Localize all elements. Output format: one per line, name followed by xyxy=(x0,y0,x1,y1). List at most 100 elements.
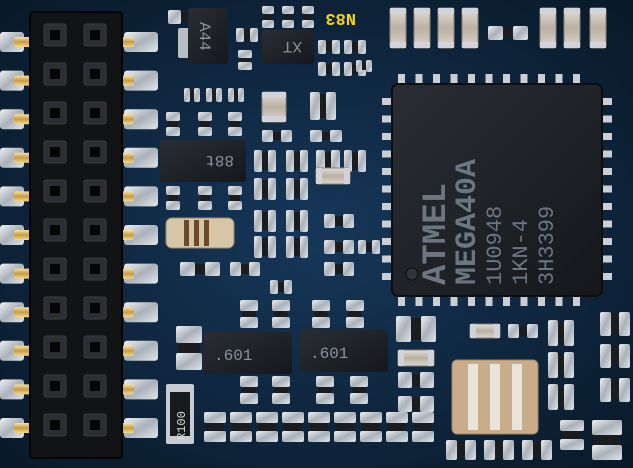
mcu-pin-bottom xyxy=(415,294,423,306)
resistor-body xyxy=(178,343,200,353)
resistor-body xyxy=(294,180,300,198)
solder-pad xyxy=(334,431,356,442)
mcu-pin-top xyxy=(468,74,475,86)
solder-pad xyxy=(360,412,382,423)
capacitor-end xyxy=(564,8,580,14)
resistor-body xyxy=(195,264,205,274)
solder-pad xyxy=(198,186,212,195)
capacitor-end xyxy=(390,42,406,48)
edge-pad-right xyxy=(124,147,158,168)
edge-pad-right xyxy=(124,340,158,361)
solder-pad xyxy=(204,431,226,442)
solder-pad xyxy=(600,312,611,336)
solder-pad xyxy=(250,28,258,42)
solder-pad xyxy=(334,412,356,423)
solder-pad xyxy=(205,262,220,276)
solder-pad xyxy=(420,372,434,388)
mcu-mark-line4: 1KN-4 xyxy=(509,219,534,285)
solder-pad xyxy=(166,127,180,136)
mcu-mark-line1: ATMEL xyxy=(418,183,456,285)
solder-pad xyxy=(282,431,304,442)
solder-pad xyxy=(300,236,308,258)
solder-pad xyxy=(358,40,366,54)
mcu-pin-right xyxy=(600,185,612,193)
solder-pad xyxy=(198,127,212,136)
mcu-pin-top xyxy=(503,74,510,86)
solder-pad xyxy=(346,300,364,311)
header-hole xyxy=(90,147,100,157)
edge-pad-right xyxy=(124,302,158,323)
resistor-r100: R100 xyxy=(166,384,194,444)
mcu-pin-left xyxy=(382,133,394,140)
solder-pad xyxy=(272,376,290,387)
solder-pad xyxy=(228,186,242,195)
resistor-body xyxy=(366,242,372,252)
resistor-body xyxy=(304,14,312,20)
solder-pad xyxy=(465,440,476,460)
resistor-body xyxy=(230,195,240,201)
header-hole xyxy=(50,147,60,157)
resistor-body xyxy=(503,28,513,38)
solder-pad xyxy=(262,20,274,28)
resistor-body xyxy=(336,423,354,431)
solder-pad xyxy=(168,10,181,24)
solder-pad xyxy=(358,240,366,254)
resistor-body xyxy=(611,314,619,334)
solder-pad xyxy=(386,431,408,442)
mcu-chip: ATMEL MEGA40A 1U0948 1KN-4 3H3399 xyxy=(382,74,612,306)
mcu-pin-top xyxy=(573,74,580,86)
header-hole xyxy=(90,30,100,40)
solder-pad xyxy=(254,178,262,200)
solder-pad xyxy=(238,62,252,70)
header-hole xyxy=(90,381,100,391)
capacitor-end xyxy=(540,42,556,48)
solder-pad xyxy=(302,20,314,28)
resistor-body xyxy=(326,64,332,74)
resistor-body xyxy=(242,311,256,317)
solder-pad xyxy=(286,178,294,200)
mcu-pin-bottom xyxy=(450,294,458,306)
capacitor-end xyxy=(316,168,322,184)
solder-pad xyxy=(300,210,308,232)
mcu-pin-left xyxy=(382,168,394,175)
solder-pad xyxy=(240,317,258,328)
capacitor-end xyxy=(590,42,606,48)
solder-pad xyxy=(527,324,538,338)
resistor-body xyxy=(362,62,366,70)
resistor-r100-mark: R100 xyxy=(175,411,189,440)
mcu-pin-left xyxy=(382,238,394,245)
solder-pad xyxy=(564,352,574,378)
solder-pad xyxy=(412,412,434,423)
solder-pad xyxy=(503,440,514,460)
solder-pad xyxy=(198,201,212,210)
mcu-pin-left xyxy=(382,98,394,105)
resistor-body xyxy=(232,423,250,431)
header-hole xyxy=(50,69,60,79)
solder-pad xyxy=(318,40,326,54)
solder-pad xyxy=(166,186,180,195)
resistor-body xyxy=(558,322,564,344)
resistor-body xyxy=(611,346,619,366)
resistor-body xyxy=(335,216,343,226)
solder-pad xyxy=(230,431,252,442)
resistor-body xyxy=(533,442,541,458)
resistor-body xyxy=(411,318,421,340)
solder-pad xyxy=(282,412,304,423)
mcu-pins xyxy=(382,74,612,306)
resistor-body xyxy=(414,423,432,431)
solder-pad xyxy=(488,26,503,40)
resistor-body xyxy=(242,387,256,393)
resistor-body xyxy=(234,90,238,100)
chip-xt: XT xyxy=(262,30,314,64)
solder-pad xyxy=(268,178,276,200)
solder-pad xyxy=(324,214,335,228)
solder-pad xyxy=(312,300,330,311)
mcu-pin-right xyxy=(600,203,612,210)
sot-601-left-mark: .601 xyxy=(214,347,252,365)
solder-pad xyxy=(343,240,354,254)
solder-pad xyxy=(282,20,294,28)
header-hole xyxy=(50,342,60,352)
resistor-body xyxy=(264,14,272,20)
resistor-body xyxy=(168,121,178,127)
